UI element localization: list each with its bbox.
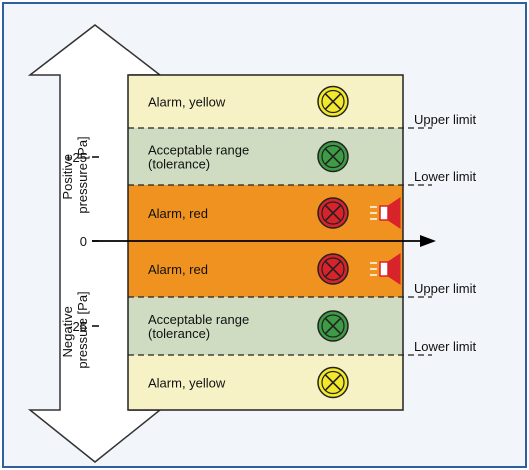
limit-label: Upper limit (414, 112, 477, 127)
alarm-horn-icon (370, 253, 401, 285)
zone-label: Alarm, yellow (148, 95, 226, 110)
zone-6: Alarm, yellow (128, 355, 403, 410)
zone-background (128, 185, 403, 241)
zone-label: Acceptable range(tolerance) (148, 143, 249, 172)
limit-label: Lower limit (414, 169, 477, 184)
axis-tick-label: +25 (65, 150, 87, 165)
zone-3: Alarm, red (128, 185, 403, 241)
limit-label: Lower limit (414, 339, 477, 354)
zone-background (128, 297, 403, 355)
yellow-lamp-icon (317, 366, 349, 399)
limit-label: Upper limit (414, 281, 477, 296)
red-lamp-icon (317, 253, 349, 285)
zone-5: Acceptable range(tolerance) (128, 297, 403, 355)
zone-label: Alarm, yellow (148, 376, 226, 391)
green-lamp-icon (317, 140, 349, 173)
zero-axis-arrowhead (420, 235, 436, 247)
zone-2: Acceptable range(tolerance) (128, 128, 403, 185)
red-lamp-icon (317, 197, 349, 229)
axis-tick-label: -25 (68, 319, 87, 334)
zone-background (128, 128, 403, 185)
zone-background (128, 355, 403, 410)
negative-pressure-label: Negative pressure [Pa] (60, 291, 90, 368)
zone-label: Acceptable range(tolerance) (148, 312, 249, 341)
axis-tick-label: 0 (80, 234, 87, 249)
zone-background (128, 241, 403, 297)
zone-1: Alarm, yellow (128, 75, 403, 128)
zone-label: Alarm, red (148, 206, 208, 221)
yellow-lamp-icon (317, 85, 349, 118)
alarm-horn-icon (370, 197, 401, 229)
zone-4: Alarm, red (128, 241, 403, 297)
positive-pressure-label: Positive pressure [Pa] (60, 136, 90, 213)
zone-background (128, 75, 403, 128)
green-lamp-icon (317, 310, 349, 342)
zone-label: Alarm, red (148, 262, 208, 277)
zone-block-border (127, 74, 404, 411)
